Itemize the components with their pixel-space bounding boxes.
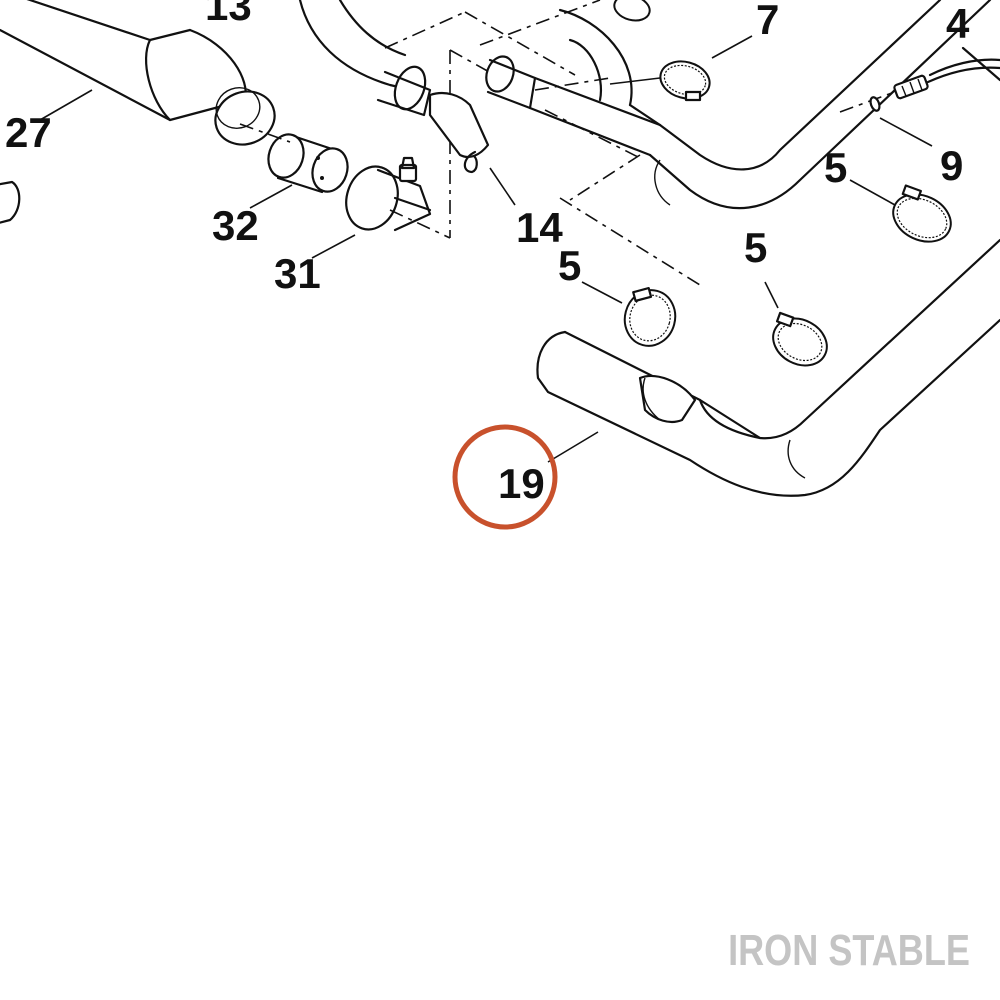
- callout-13: 13: [205, 0, 252, 29]
- oxygen-sensor-part-4[interactable]: [893, 46, 1000, 100]
- watermark: IRON STABLE: [728, 926, 970, 975]
- washer-part-9[interactable]: [869, 96, 881, 112]
- callout-31: 31: [274, 250, 321, 297]
- hose-clamp-part-5-center[interactable]: [619, 284, 682, 351]
- callout-5-center: 5: [558, 242, 581, 289]
- callout-5-lower: 5: [744, 224, 767, 271]
- callout-9: 9: [940, 142, 963, 189]
- callout-4: 4: [946, 0, 970, 47]
- callout-14: 14: [516, 204, 563, 251]
- hose-clamp-part-5-lower[interactable]: [765, 309, 835, 374]
- hose-clamp-part-7[interactable]: [656, 56, 714, 104]
- clamp-part-31[interactable]: [338, 156, 432, 236]
- sleeve-part-32[interactable]: [263, 130, 353, 196]
- tube-end-left: [0, 180, 21, 224]
- leader-lines: [39, 35, 933, 463]
- callout-labels: 13 7 4 27 9 5 32 14 5 5 31 19: [5, 0, 970, 507]
- highlight-ring-19: [452, 424, 558, 530]
- exhaust-pipe-part-19[interactable]: [536, 238, 1000, 497]
- gasket-ring-14[interactable]: [463, 150, 478, 174]
- callout-7: 7: [756, 0, 779, 43]
- alignment-lines: [239, 0, 901, 286]
- callout-27: 27: [5, 109, 52, 156]
- callout-5-right: 5: [824, 144, 847, 191]
- callout-32: 32: [212, 202, 259, 249]
- callout-19: 19: [498, 460, 545, 507]
- hose-clamp-part-5-right[interactable]: [886, 184, 959, 250]
- upper-head-pipe[interactable]: [298, 0, 490, 159]
- hose-clamp-top[interactable]: [612, 0, 653, 24]
- rear-head-pipe[interactable]: [482, 0, 992, 210]
